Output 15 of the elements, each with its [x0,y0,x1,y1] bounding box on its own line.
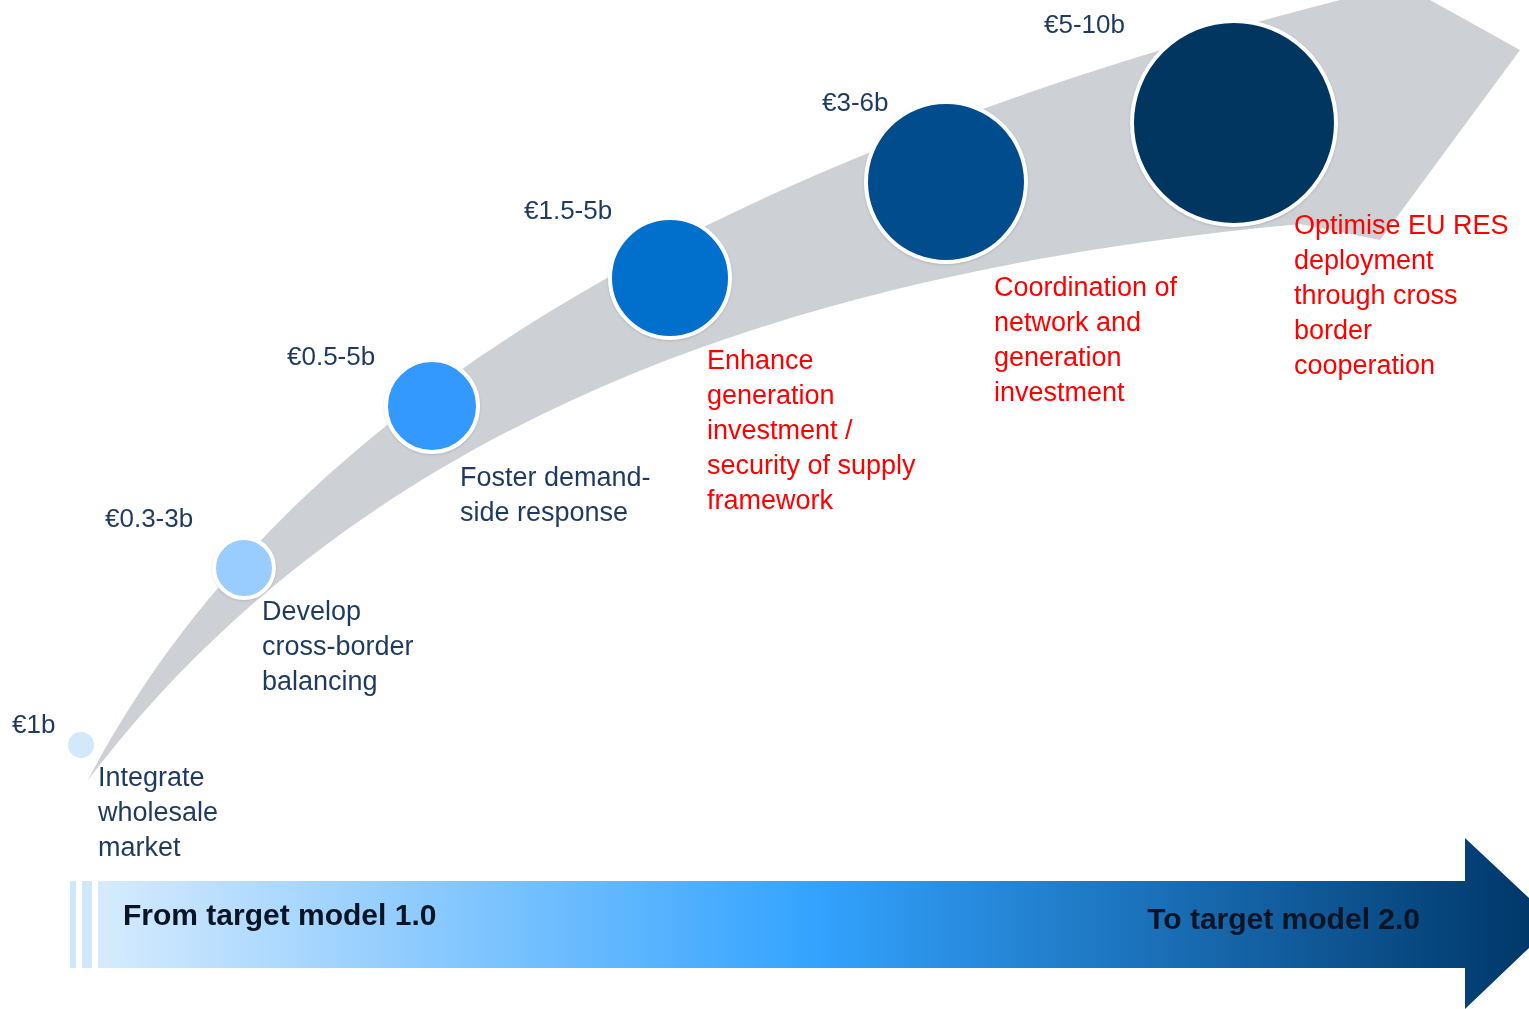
cost-label: €0.5-5b [287,340,376,372]
stage-description: Optimise EU RES deployment through cross border cooperation [1294,209,1509,382]
cost-label: €1b [12,708,56,740]
stage-description: Enhance generation investment / security of supply framework [707,344,917,517]
cost-label: €0.3-3b [105,502,194,534]
cost-label: €5-10b [1044,8,1125,40]
stage-description: Foster demand-side response [460,461,652,529]
stage-description: Develop cross-border balancing [262,595,415,698]
timeline-arrow [70,838,1529,1009]
cost-label: €1.5-5b [524,194,613,226]
cost-label: €3-6b [822,86,889,118]
stage-description: Coordination of network and generation investment [994,271,1179,409]
end-label: To target model 2.0 [1147,901,1420,937]
start-label: From target model 1.0 [123,897,437,933]
stage-description: Integrate wholesale market [98,761,220,864]
